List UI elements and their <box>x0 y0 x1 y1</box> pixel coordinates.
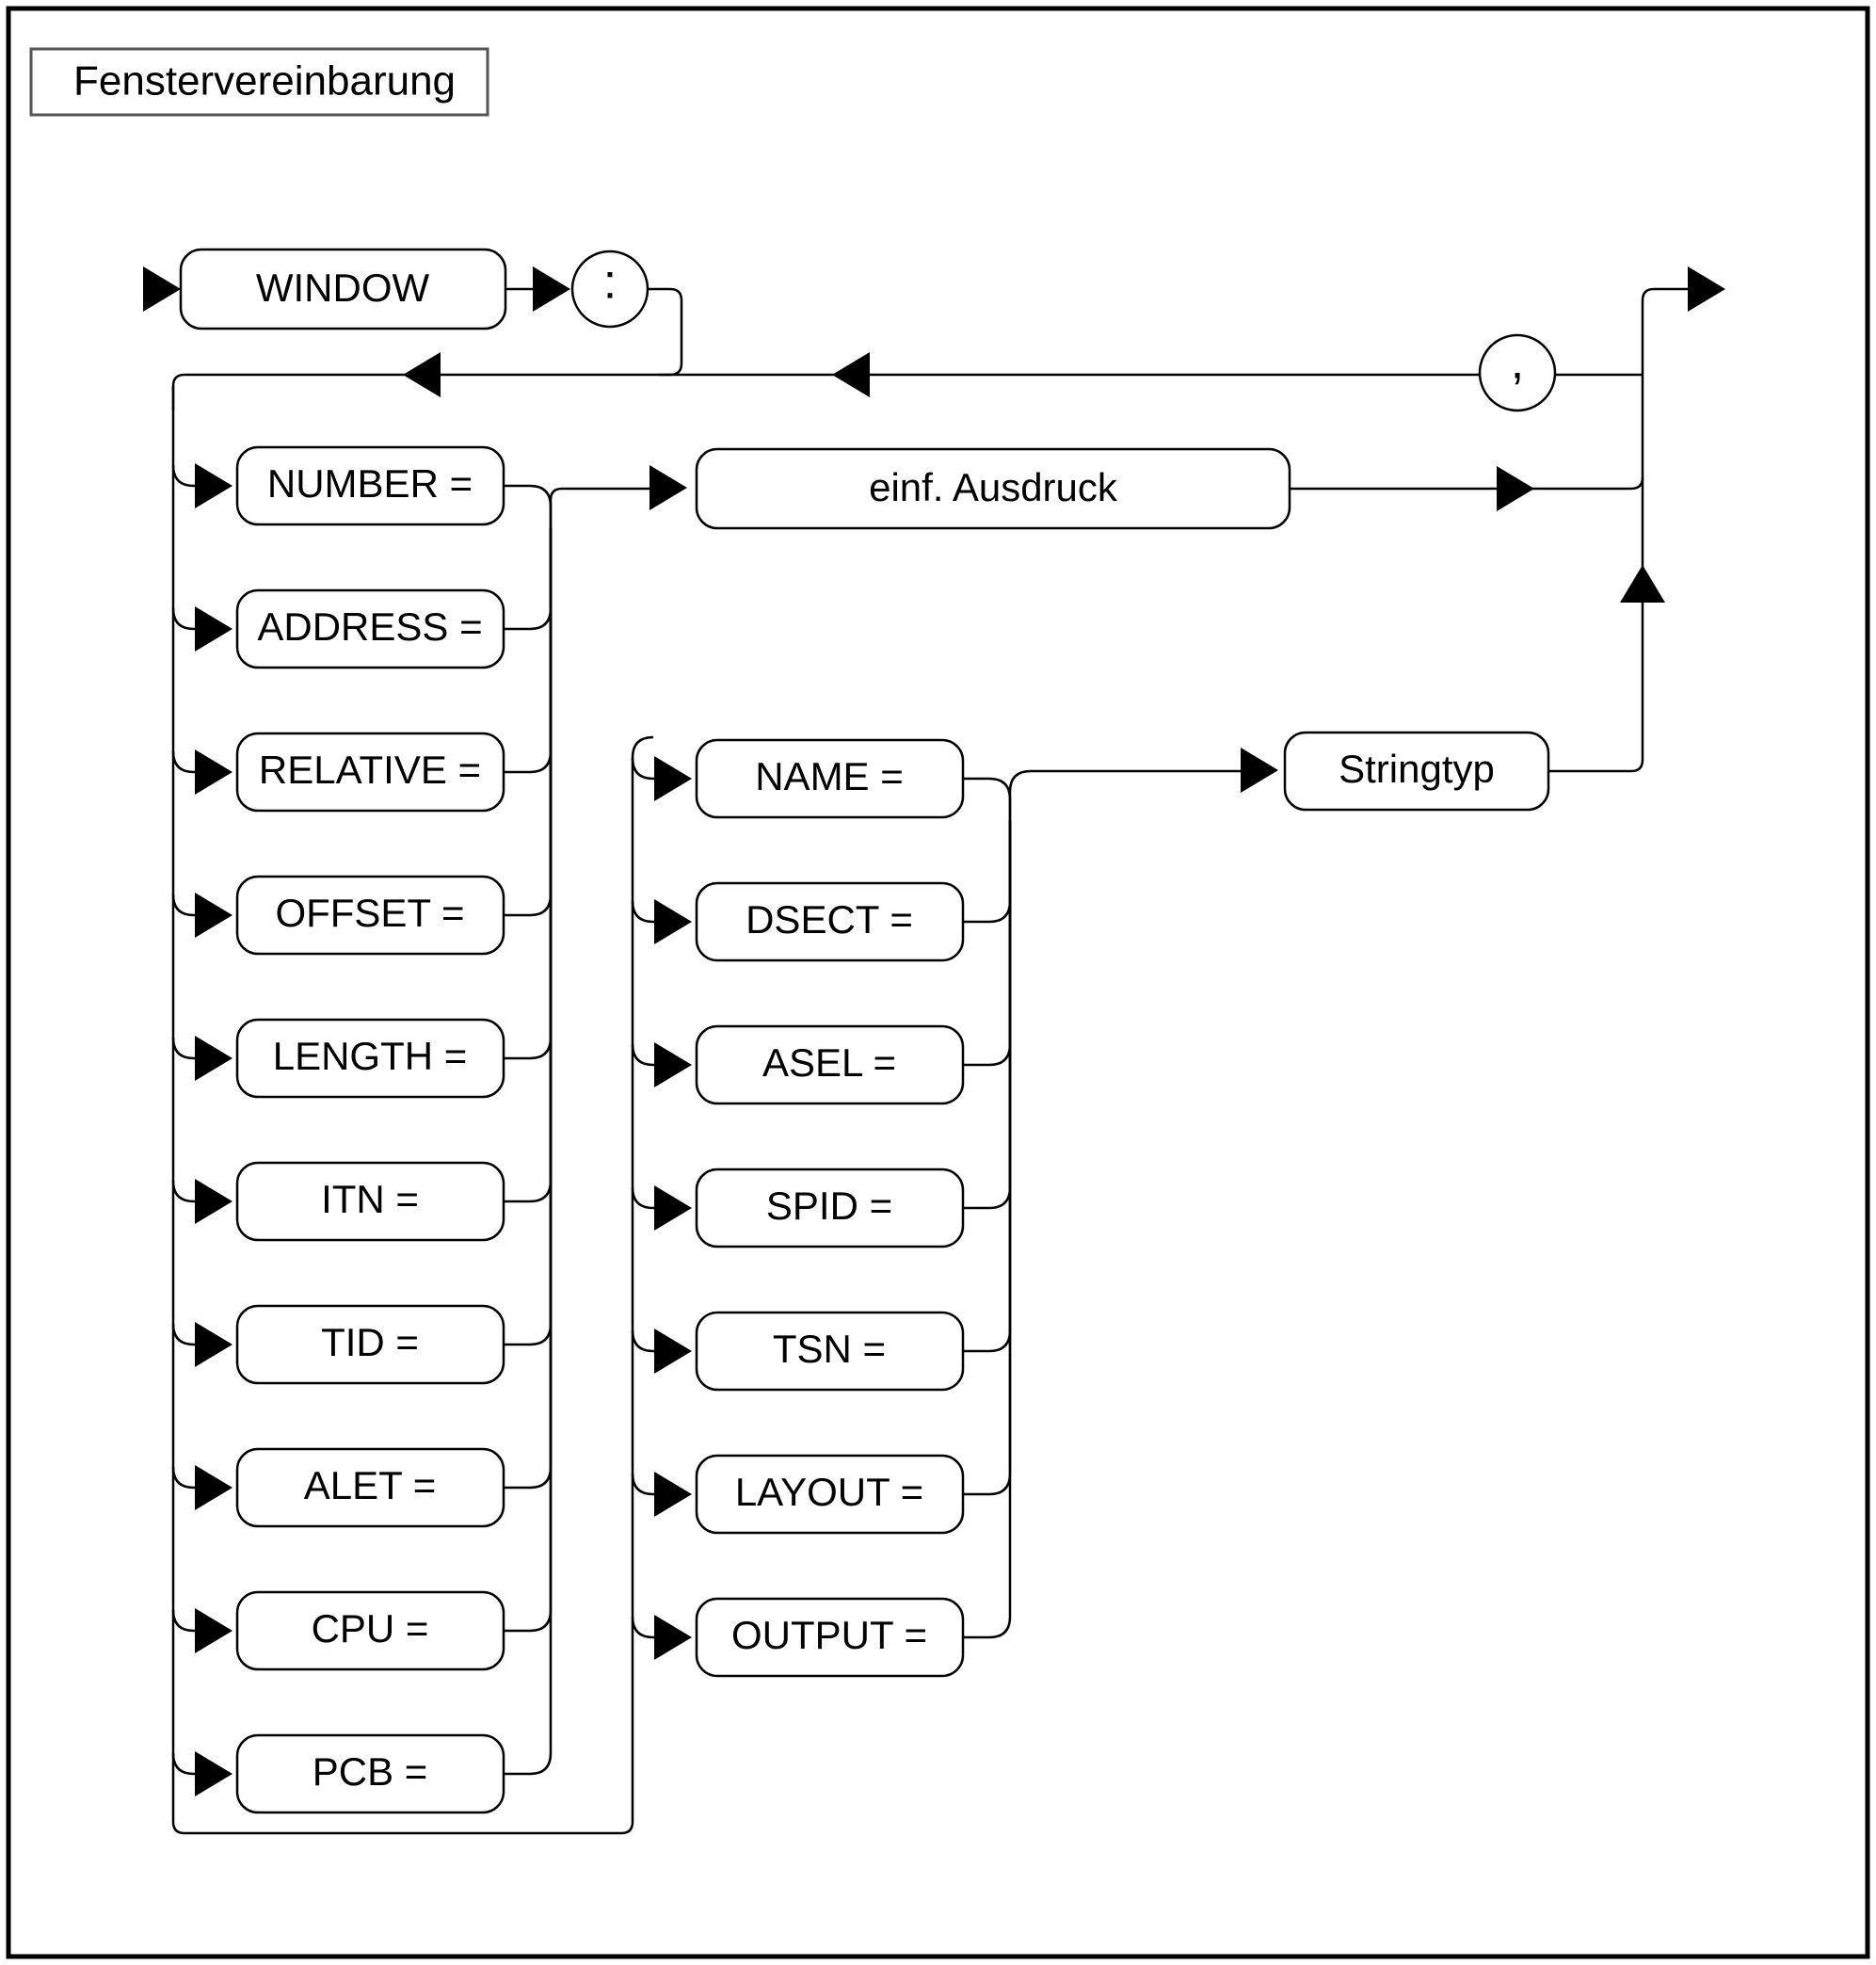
option-name-label: NAME = <box>755 754 904 798</box>
stub-out-output <box>963 820 1012 1639</box>
stub-in-tid <box>171 1323 222 1346</box>
option-output-label: OUTPUT = <box>731 1613 927 1657</box>
column1-merge-riser <box>549 487 659 527</box>
option-cpu-label: CPU = <box>312 1606 429 1651</box>
stub-in-cpu <box>171 1609 222 1633</box>
column2-merge-riser <box>1008 769 1250 820</box>
page-title: Fenstervereinbarung <box>73 58 456 105</box>
stub-in-number <box>171 464 222 488</box>
option-address-label: ADDRESS = <box>257 604 482 649</box>
repeat-comma-label: , <box>1511 335 1524 390</box>
option-itn-label: ITN = <box>321 1177 419 1221</box>
option-alet-label: ALET = <box>304 1463 436 1507</box>
stub-in-output <box>631 1616 681 1639</box>
stub-in-pcb <box>171 1752 222 1776</box>
stub-in-tsn <box>631 1329 681 1353</box>
repeat-comma-circle <box>1478 333 1557 412</box>
right-rail-exit <box>1641 287 1690 375</box>
stub-in-layout <box>631 1473 681 1496</box>
stub-in-dsect <box>631 900 681 924</box>
wire-stringtype-to-rail <box>1548 603 1644 773</box>
left-rail-column2 <box>631 735 654 1642</box>
separator-colon-label: : <box>603 255 617 310</box>
option-length-label: LENGTH = <box>273 1034 468 1078</box>
option-layout-label: LAYOUT = <box>735 1470 923 1514</box>
stub-in-length <box>171 1037 222 1060</box>
stub-in-address <box>171 607 222 631</box>
option-tid-label: TID = <box>321 1320 419 1364</box>
option-offset-label: OFFSET = <box>275 891 464 935</box>
terminal-window-label: WINDOW <box>256 266 430 310</box>
stub-in-asel <box>631 1043 681 1067</box>
option-spid-label: SPID = <box>766 1184 892 1228</box>
stub-out-pcb <box>504 527 553 1776</box>
stub-in-offset <box>171 894 222 917</box>
nonterminal-expression-label: einf. Ausdruck <box>869 465 1118 509</box>
feed-bus-line <box>171 373 1643 411</box>
left-rail-column1 <box>171 386 634 1835</box>
option-tsn-label: TSN = <box>773 1327 886 1371</box>
option-asel-label: ASEL = <box>762 1040 896 1085</box>
option-number-label: NUMBER = <box>267 461 473 506</box>
option-dsect-label: DSECT = <box>746 897 913 942</box>
option-relative-label: RELATIVE = <box>259 748 481 792</box>
stub-in-name <box>631 757 681 781</box>
diagram-title-box <box>29 47 489 117</box>
stub-in-alet <box>171 1466 222 1490</box>
stub-in-relative <box>171 750 222 774</box>
wire-expression-to-rail <box>1290 476 1644 491</box>
stub-in-itn <box>171 1180 222 1203</box>
option-pcb-label: PCB = <box>313 1749 428 1794</box>
stub-in-spid <box>631 1186 681 1210</box>
nonterminal-stringtype-label: Stringtyp <box>1339 747 1495 791</box>
